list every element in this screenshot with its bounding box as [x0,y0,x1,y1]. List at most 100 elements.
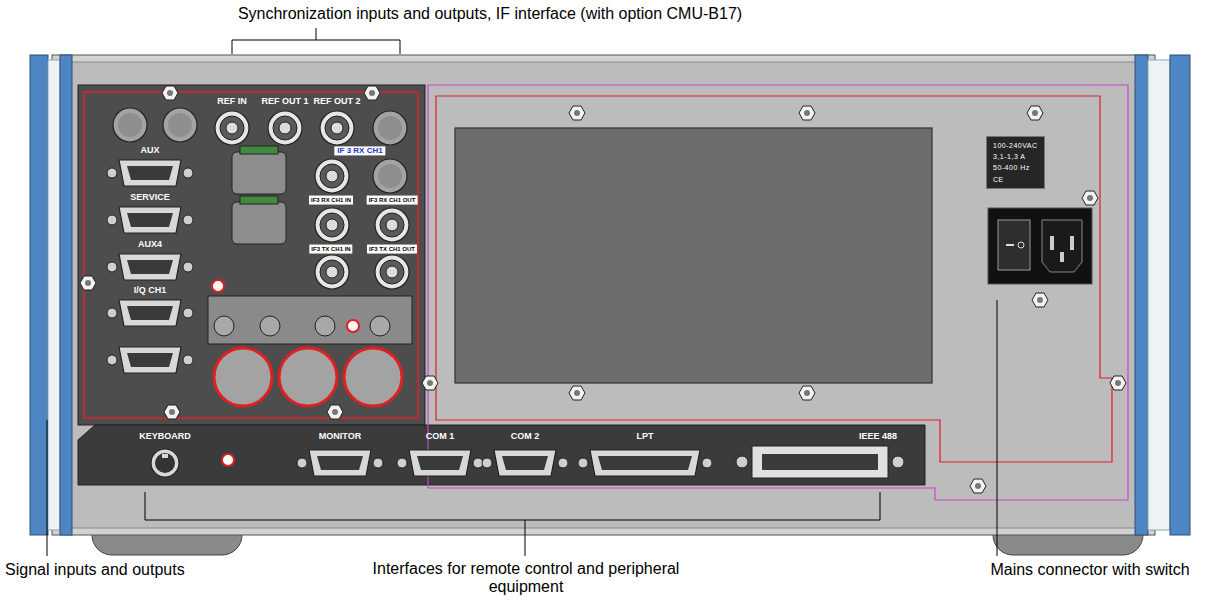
slot-cover [232,202,286,244]
screw [892,456,904,468]
connector-panel [78,85,425,425]
housing [52,55,1155,535]
socket-pin [1060,252,1064,262]
port-label: AUX4 [138,239,162,249]
interface-strip [78,425,925,485]
ground-terminal [222,454,234,466]
d-sub-connector [107,347,193,373]
hex-nut [327,405,343,419]
hex-nut [799,386,815,400]
hex-nut [799,106,815,120]
hex-nut [1032,293,1048,307]
bnc-socket [315,255,349,289]
hex-nut [80,276,96,290]
callout-text: Synchronization inputs and outputs, IF i… [238,5,742,23]
hex-nut [164,405,180,419]
callout-text: Interfaces for remote control and periph… [361,560,691,597]
bracket [232,28,400,54]
rack-handle [1135,55,1148,535]
rack-handle [1170,55,1190,535]
ground-terminal [212,280,224,292]
bracket [145,492,880,556]
socket-pin [1050,236,1054,250]
port-label: IF3 RX CH1 IN [309,196,353,205]
bnc-socket [375,208,409,242]
port-label: IF3 TX CH1 IN [309,245,352,254]
rack-handle [60,55,72,535]
d-sub-connector [107,300,193,326]
fan-cover [279,348,337,406]
port-label: IEEE 488 [859,431,897,441]
blind-plug [113,108,147,142]
bnc-socket [375,255,409,289]
hex-nut [569,106,585,120]
hex-nut [569,386,585,400]
port-label: KEYBOARD [139,431,191,441]
switch-mark [1018,242,1024,248]
leader-line [47,420,48,556]
d-sub-connector [397,450,483,476]
rating-text: 50-400 Hz [993,162,1038,173]
ieee488-connector [752,446,888,478]
port-label: IF3 RX CH1 OUT [367,196,418,205]
bnc-socket [268,111,302,145]
blind-plug [373,159,407,193]
d-sub-connector [482,450,568,476]
socket-pin [1070,236,1074,250]
rating-plate: 100-240VAC3,1-1,3 A50-400 HzCE [986,136,1045,189]
port-label: REF IN [217,96,247,106]
d-sub-connector [107,160,193,186]
rating-text: CE [993,174,1038,185]
port-label: MONITOR [319,431,361,441]
port-label: AUX [140,145,159,155]
port-label: COM 1 [426,431,455,441]
port-label: SERVICE [130,192,169,202]
leader-line [997,300,998,556]
hex-nut [364,86,380,100]
bnc-socket [320,111,354,145]
mains-switch [998,220,1030,270]
port-label: LPT [637,431,654,441]
panel-outline [436,96,1112,462]
bnc-socket [315,159,349,193]
port-label: I/Q CH1 [134,285,167,295]
port-label: IF 3 RX CH1 [334,146,385,155]
port-label: REF OUT 2 [313,96,360,106]
mini-din-socket [151,449,179,477]
fan-cover [344,348,402,406]
screw [736,456,748,468]
d-sub-wide-connector [578,450,712,476]
hex-nut [162,86,178,100]
hex-nut [1027,106,1043,120]
mains-connector [988,208,1092,284]
port-label: COM 2 [511,431,540,441]
slot-cover [232,152,286,194]
hex-nut [1082,191,1098,205]
callout-text: Signal inputs and outputs [5,561,185,579]
bnc-socket [215,111,249,145]
slot-cover [240,196,278,204]
ieee488-connector [762,454,878,470]
ground-terminal [347,320,359,332]
hex-nut [1110,376,1126,390]
small-plug [315,316,335,336]
hex-nut [422,376,438,390]
rack-handle [30,55,48,535]
slot-cover [240,146,278,154]
d-sub-connector [107,207,193,233]
bnc-socket [315,208,349,242]
small-plug [214,316,234,336]
d-sub-connector [107,254,193,280]
d-sub-connector [297,450,383,476]
rear-panel [68,62,1136,528]
port-label: REF OUT 1 [261,96,308,106]
connector-block [208,296,412,344]
rating-text: 100-240VAC [993,140,1038,151]
small-plug [370,316,390,336]
panel-outline [84,92,418,418]
rating-text: 3,1-1,3 A [993,151,1038,162]
panel-outline [428,85,1128,500]
blind-plug [373,111,407,145]
